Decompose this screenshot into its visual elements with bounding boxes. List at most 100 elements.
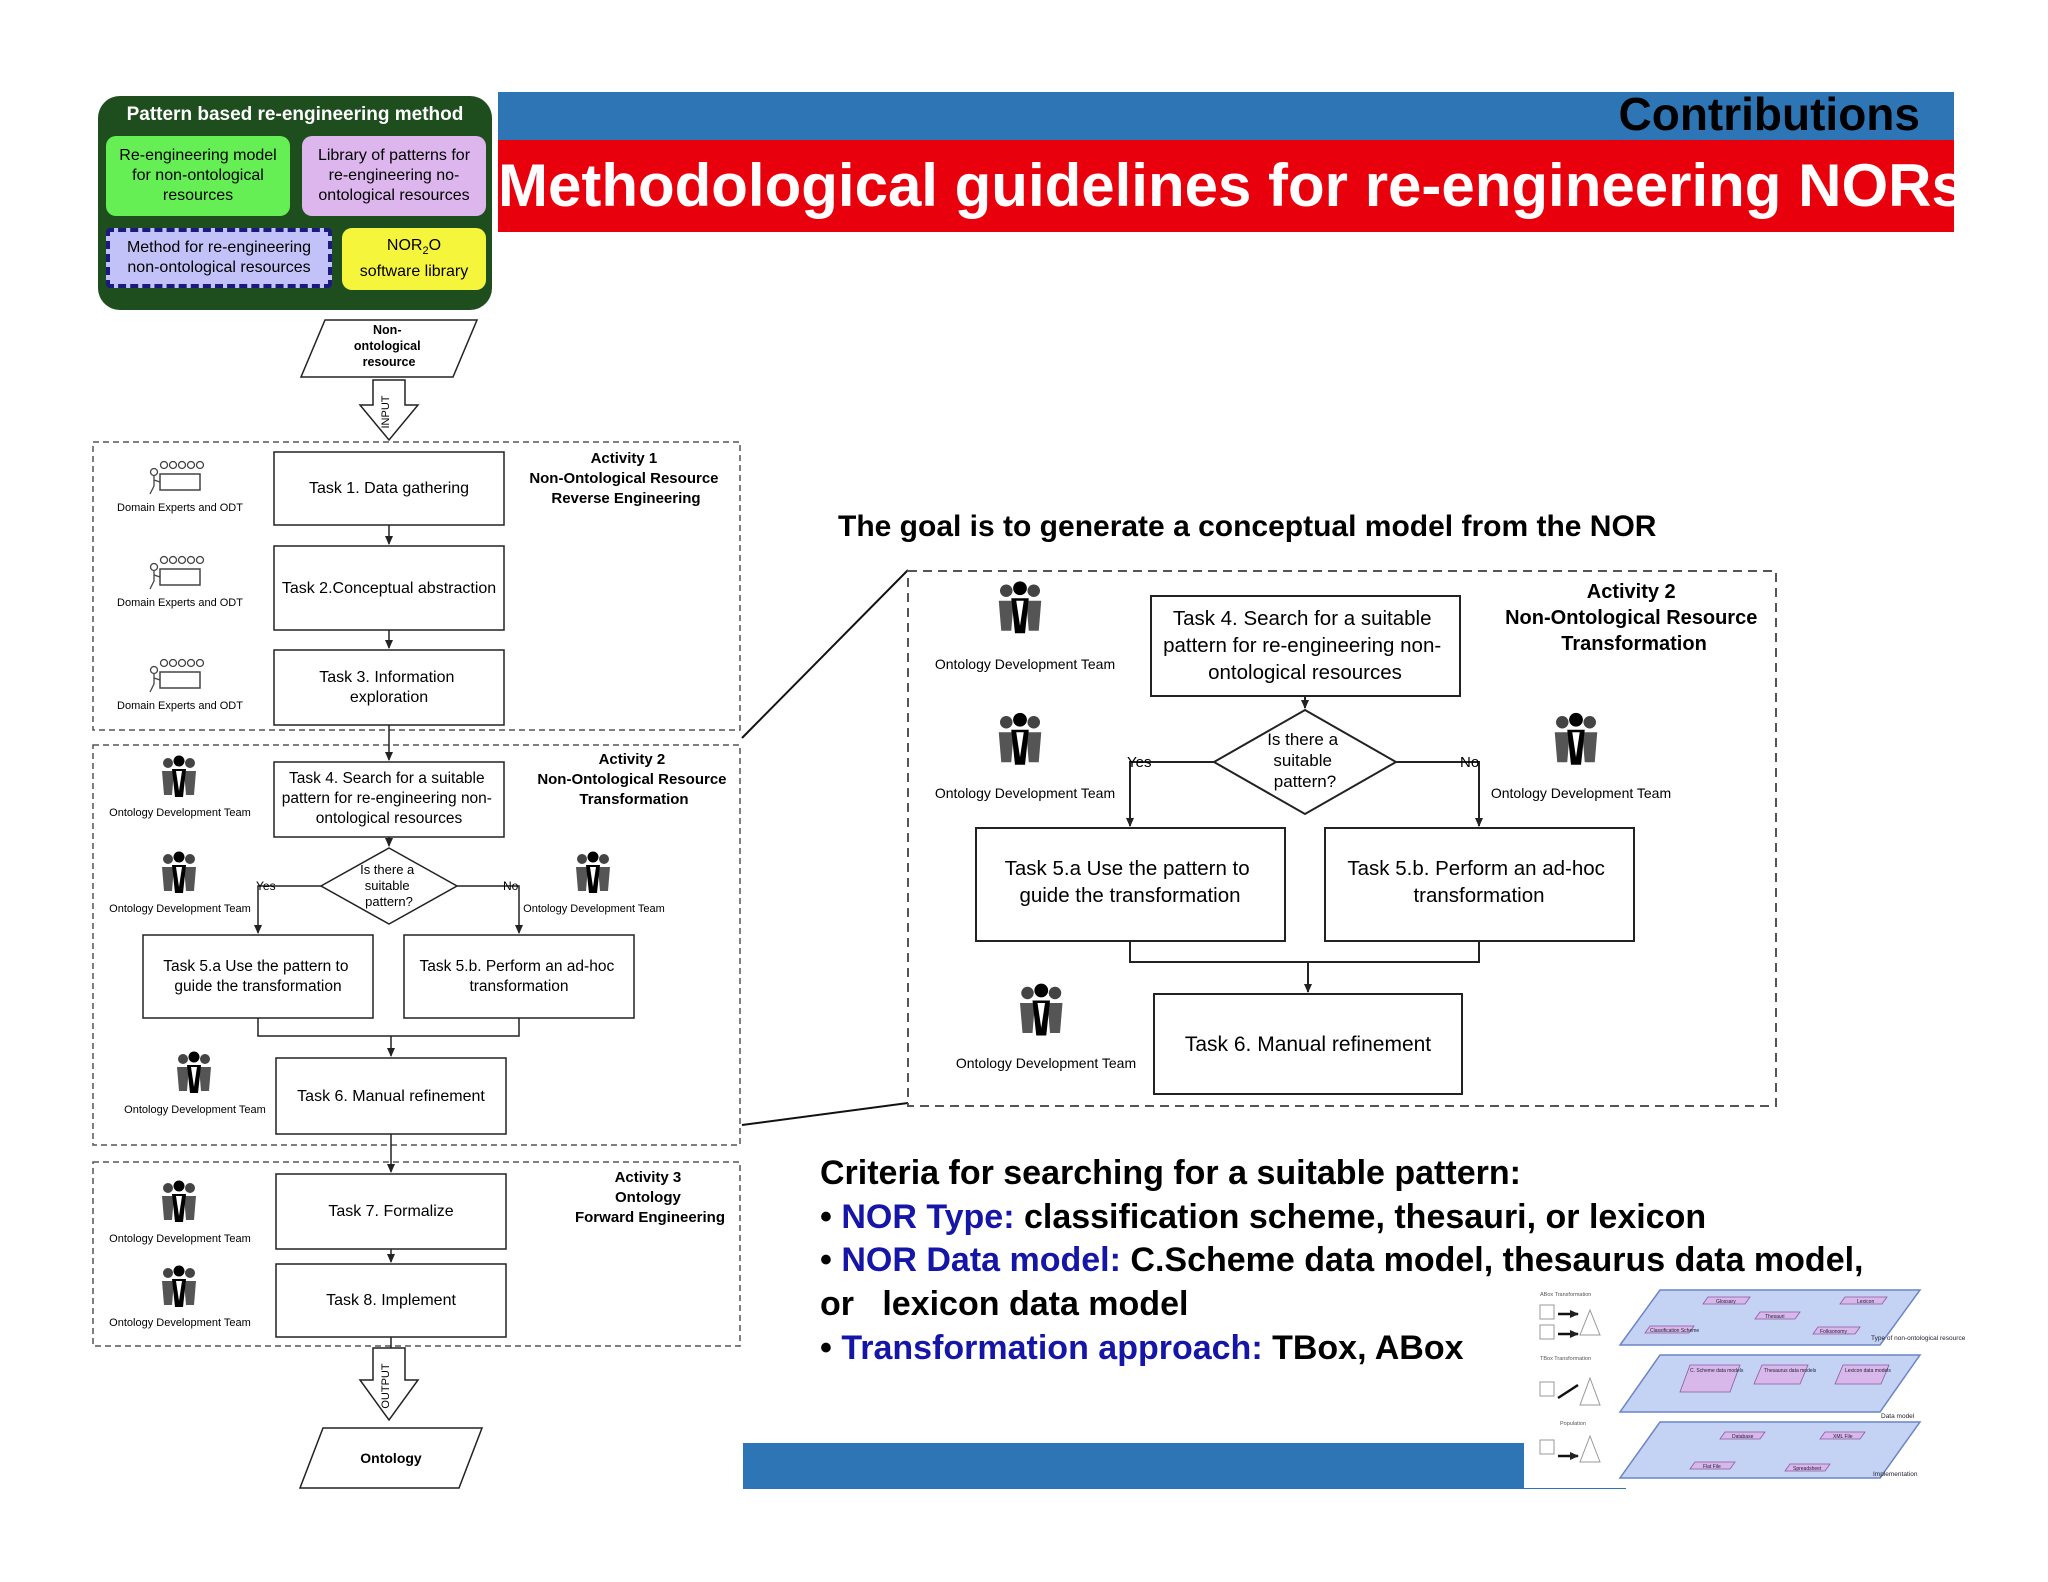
page-title: Methodological guidelines for re-enginee… (498, 152, 1965, 219)
activity1-box (92, 441, 741, 731)
criteria-key: NOR Type: (841, 1198, 1015, 1236)
tbox-mini-label: TBox Transformation (1540, 1356, 1591, 1362)
svg-text:Thesaurus data models: Thesaurus data models (1764, 1368, 1817, 1374)
role-caption: Ontology Development Team (109, 1317, 251, 1329)
contributions-band (498, 92, 1954, 140)
task7-label: Task 7. Formalize (328, 1203, 453, 1220)
left-yes-label: Yes (256, 879, 276, 893)
zoom-activity2-label: Activity 2 Non-Ontological Resource Tran… (1505, 581, 1763, 655)
role-caption: Domain Experts and ODT (117, 502, 243, 514)
domain-experts-icon (149, 658, 205, 693)
zoom-line-top (741, 569, 909, 739)
criteria-text: classification scheme, thesauri, or lexi… (1014, 1198, 1707, 1236)
svg-text:Lexicon data models: Lexicon data models (1845, 1368, 1891, 1374)
reengineering-model-box: Re-engineering model for non-ontological… (106, 136, 290, 216)
input-resource-label: Non- ontological resource (354, 323, 424, 369)
criteria-heading: Criteria for searching for a suitable pa… (820, 1154, 1521, 1192)
output-arrow (358, 1347, 420, 1422)
role-caption: Ontology Development Team (124, 1104, 266, 1116)
title-band (498, 140, 1954, 232)
ontology-label: Ontology (360, 1450, 422, 1466)
zoom-task5a-box (975, 827, 1286, 942)
criteria-bullet-nor-type: • NOR Type: classification scheme, thesa… (820, 1195, 1706, 1239)
task2-box (273, 545, 505, 631)
criteria-key: NOR Data model: (841, 1241, 1121, 1279)
team-icon (1020, 983, 1063, 1036)
svg-text:XML File: XML File (1833, 1434, 1853, 1440)
criteria-text: TBox, ABox (1262, 1329, 1464, 1367)
transformation-arrows (1557, 1310, 1579, 1460)
nor-layer-item-labels: Glossary Lexicon Thesauri Classification… (1650, 1299, 1891, 1472)
svg-text:Flat File: Flat File (1703, 1464, 1721, 1470)
role-caption: Ontology Development Team (935, 785, 1115, 801)
activity2-label: Activity 2 Non-Ontological Resource Tran… (537, 751, 730, 808)
svg-text:Classification Scheme: Classification Scheme (1650, 1328, 1699, 1334)
role-caption: Ontology Development Team (109, 1233, 251, 1245)
activity2-box (92, 744, 741, 1146)
input-arrow (358, 379, 420, 442)
task5a-label: Task 5.a Use the pattern to guide the tr… (163, 958, 353, 995)
footer-band (743, 1443, 1626, 1489)
transformation-thumbnail-sketch (1539, 1304, 1601, 1463)
team-icon (162, 755, 196, 797)
zoom-task6-label: Task 6. Manual refinement (1185, 1033, 1431, 1056)
zoom-flow-connectors (1126, 696, 1483, 993)
contributions-label: Contributions (1618, 88, 1921, 140)
svg-text:Type of non-ontological resour: Type of non-ontological resource (1871, 1335, 1966, 1342)
svg-text:Glossary: Glossary (1716, 1299, 1736, 1305)
zoom-task5b-box (1324, 827, 1635, 942)
team-icon (162, 851, 196, 893)
svg-text:C. Scheme data models: C. Scheme data models (1690, 1368, 1744, 1374)
task5a-box (142, 934, 374, 1019)
zoom-task6-box (1153, 993, 1463, 1095)
task8-label: Task 8. Implement (326, 1292, 456, 1309)
domain-experts-icon (149, 555, 205, 590)
pattern-method-title: Pattern based re-engineering method (126, 104, 464, 125)
svg-text:Folksonomy: Folksonomy (1820, 1329, 1847, 1335)
activity3-label: Activity 3 Ontology Forward Engineering (575, 1169, 725, 1226)
role-caption: Domain Experts and ODT (117, 597, 243, 609)
zoom-yes-label: Yes (1127, 754, 1151, 771)
task3-label: Task 3. Information exploration (319, 669, 459, 706)
bullet-dot: • (820, 1198, 842, 1236)
zoom-task4-label: Task 4. Search for a suitable pattern fo… (1163, 607, 1447, 684)
task6-label: Task 6. Manual refinement (297, 1088, 485, 1105)
population-mini-label: Population (1560, 1421, 1586, 1427)
team-icon (998, 712, 1042, 765)
svg-text:Thesauri: Thesauri (1765, 1314, 1784, 1320)
task1-label: Task 1. Data gathering (309, 480, 469, 497)
activity3-box (92, 1161, 741, 1347)
nor-layer-side-labels: Type of non-ontological resource Data mo… (1871, 1335, 1966, 1478)
task4-label: Task 4. Search for a suitable pattern fo… (282, 770, 497, 827)
criteria-continuation: or lexicon data model (820, 1285, 1189, 1323)
team-icon (177, 1051, 211, 1093)
bullet-dot: • (820, 1241, 842, 1279)
criteria-text: C.Scheme data model, thesaurus data mode… (1120, 1241, 1864, 1279)
svg-text:Data model: Data model (1881, 1413, 1915, 1420)
role-caption: Ontology Development Team (1491, 785, 1671, 801)
role-caption: Ontology Development Team (109, 807, 251, 819)
zoom-decision-diamond (1211, 708, 1399, 816)
nor2o-name: NOR2O (386, 237, 442, 258)
zoom-decision-label: Is there a suitable pattern? (1267, 730, 1343, 791)
criteria-bullet-data-model: • NOR Data model: C.Scheme data model, t… (820, 1238, 1864, 1282)
activity1-label: Activity 1 Non-Ontological Resource Reve… (529, 450, 722, 507)
criteria-bullet-transformation: • Transformation approach: TBox, ABox (820, 1326, 1464, 1370)
zoom-task5a-label: Task 5.a Use the pattern to guide the tr… (1005, 857, 1256, 907)
task4-box (273, 761, 505, 838)
abox-mini-label: ABox Transformation (1540, 1292, 1591, 1298)
pattern-library-box: Library of patterns for re-engineering n… (302, 136, 486, 216)
task3-box (273, 649, 505, 726)
nor2o-subtitle: software library (359, 262, 469, 280)
task7-box (275, 1173, 507, 1250)
left-flow-connectors (254, 525, 523, 1348)
decision-diamond (319, 847, 459, 925)
domain-experts-icon (149, 460, 205, 495)
reengineering-method-box: Method for re-engineering non-ontologica… (106, 228, 332, 288)
team-icon (576, 851, 610, 893)
bullet-dot: • (820, 1329, 842, 1367)
task1-box (273, 451, 505, 526)
zoom-task5b-label: Task 5.b. Perform an ad-hoc transformati… (1347, 857, 1610, 907)
svg-text:Spreadsheet: Spreadsheet (1793, 1466, 1822, 1472)
